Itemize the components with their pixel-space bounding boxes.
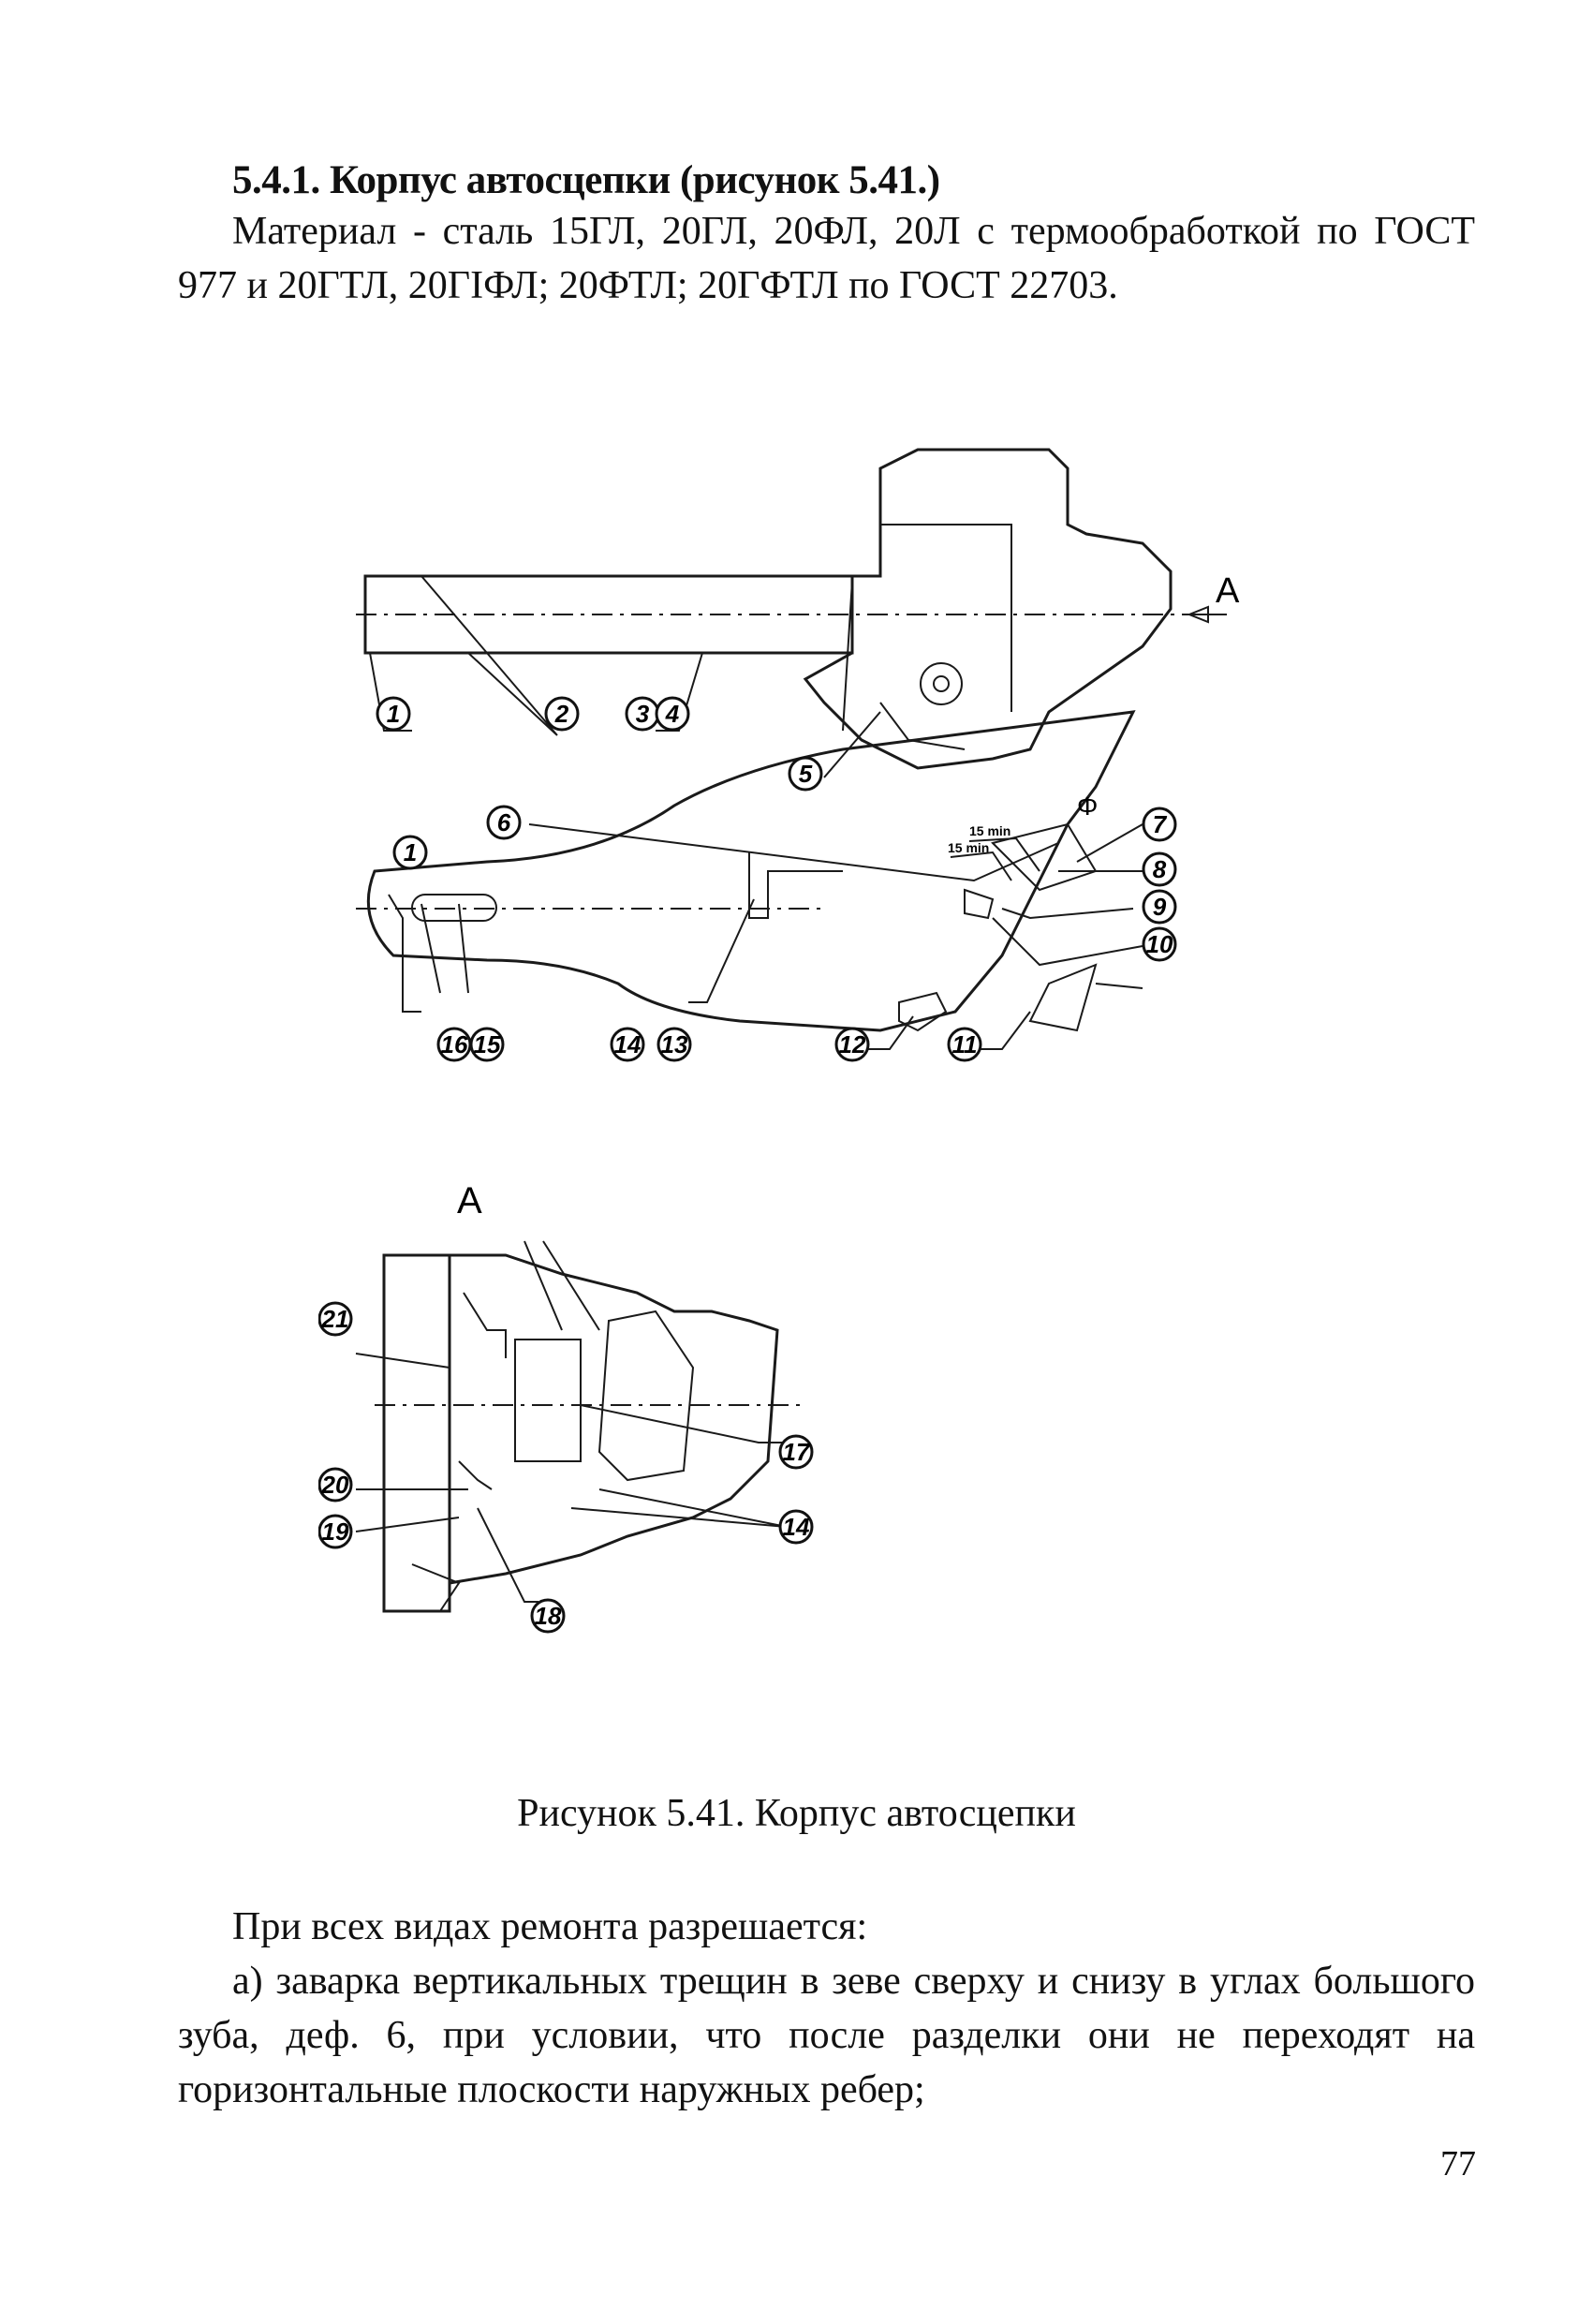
callout-8: 8: [1142, 851, 1177, 887]
callout-14-bottom: 14: [778, 1509, 814, 1545]
plan-view: Φ 15 min 15 min: [356, 710, 1143, 1050]
svg-text:12: 12: [839, 1030, 866, 1058]
dim-15min-2: 15 min: [948, 840, 989, 855]
svg-text:5: 5: [799, 760, 813, 788]
section-title: 5.4.1. Корпус автосцепки (рисунок 5.41.): [232, 158, 940, 202]
svg-text:1: 1: [387, 700, 400, 728]
callout-5: 5: [788, 756, 823, 792]
svg-text:7: 7: [1153, 810, 1168, 838]
callout-15: 15: [469, 1027, 505, 1062]
callout-12: 12: [834, 1027, 870, 1062]
svg-text:6: 6: [497, 808, 511, 836]
svg-text:20: 20: [321, 1471, 349, 1499]
callout-1-plan: 1: [392, 835, 428, 870]
callout-20: 20: [317, 1467, 353, 1502]
svg-text:16: 16: [441, 1030, 468, 1058]
view-a-label: A: [457, 1180, 482, 1221]
svg-text:14: 14: [614, 1030, 642, 1058]
view-a: A: [355, 1180, 805, 1613]
callout-14-top: 14: [610, 1027, 645, 1062]
svg-text:15: 15: [474, 1030, 501, 1058]
figure-caption: Рисунок 5.41. Корпус автосцепки: [517, 1792, 1076, 1835]
svg-text:10: 10: [1146, 930, 1173, 958]
body-lead: При всех видах ремонта разрешается:: [232, 1905, 868, 1948]
svg-text:8: 8: [1153, 855, 1167, 883]
svg-text:19: 19: [322, 1517, 349, 1546]
page-number: 77: [1440, 2144, 1476, 2183]
callout-16: 16: [436, 1027, 472, 1062]
callout-10: 10: [1142, 926, 1177, 962]
body-text: При всех видах ремонта разрешается: а) з…: [178, 1900, 1475, 2117]
svg-text:13: 13: [661, 1030, 688, 1058]
callout-2: 2: [544, 696, 580, 732]
callout-21: 21: [317, 1301, 353, 1337]
callout-7: 7: [1142, 807, 1177, 842]
svg-text:3: 3: [636, 700, 650, 728]
svg-text:11: 11: [952, 1030, 978, 1058]
callout-4: 4: [655, 696, 690, 732]
material-paragraph: Материал - сталь 15ГЛ, 20ГЛ, 20ФЛ, 20Л с…: [178, 210, 1475, 307]
callout-11: 11: [947, 1027, 982, 1062]
dim-15min-1: 15 min: [969, 823, 1010, 838]
phi-symbol: Φ: [1077, 792, 1098, 821]
coupler-drawing: A Φ 15 min 15 min: [317, 448, 1240, 1634]
callout-6: 6: [486, 805, 522, 840]
figure-coupler-body: A Φ 15 min 15 min: [317, 431, 1311, 1742]
callout-9: 9: [1142, 889, 1177, 925]
callout-19: 19: [317, 1514, 353, 1549]
svg-text:1: 1: [404, 838, 417, 866]
svg-text:4: 4: [665, 700, 680, 728]
view-a-label-top: A: [1216, 571, 1240, 611]
svg-text:21: 21: [321, 1305, 349, 1333]
svg-text:14: 14: [783, 1513, 810, 1541]
body-item-a: а) заварка вертикальных трещин в зеве св…: [178, 1960, 1475, 2111]
svg-text:17: 17: [783, 1438, 811, 1466]
svg-text:9: 9: [1153, 893, 1167, 921]
side-view: A: [356, 448, 1240, 778]
callout-1-top: 1: [376, 696, 411, 732]
callout-13: 13: [656, 1027, 692, 1062]
callout-3: 3: [625, 696, 660, 732]
svg-text:18: 18: [535, 1602, 562, 1630]
svg-text:2: 2: [554, 700, 569, 728]
callout-17: 17: [778, 1434, 814, 1470]
callout-18: 18: [530, 1598, 566, 1634]
